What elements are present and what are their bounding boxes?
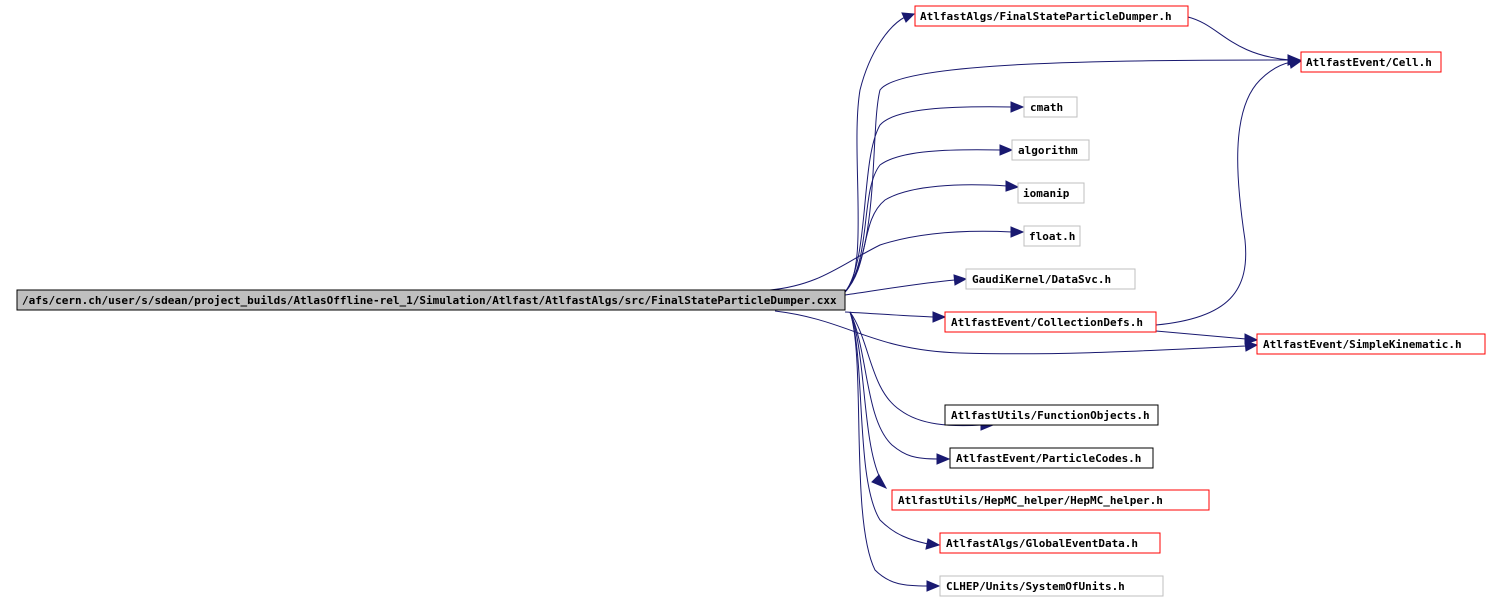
node-label: CLHEP/Units/SystemOfUnits.h <box>946 580 1125 593</box>
node-label: AtlfastAlgs/GlobalEventData.h <box>946 537 1138 550</box>
edge-root-to-simplekin-h <box>774 310 1247 355</box>
node-partcodes-h[interactable]: AtlfastEvent/ParticleCodes.h <box>949 447 1154 469</box>
edge-arrow <box>953 274 968 286</box>
edge-root-to-iomanip <box>844 184 1008 293</box>
node-box <box>1023 96 1078 118</box>
edge-arrow <box>1288 57 1303 69</box>
node-label: AtlfastUtils/HepMC_helper/HepMC_helper.h <box>898 494 1163 507</box>
node-label: AtlfastAlgs/FinalStateParticleDumper.h <box>920 10 1172 23</box>
node-label: AtlfastEvent/SimpleKinematic.h <box>1263 338 1462 351</box>
node-iomanip[interactable]: iomanip <box>1017 182 1085 204</box>
node-label: AtlfastEvent/CollectionDefs.h <box>951 316 1143 329</box>
node-globevt-h[interactable]: AtlfastAlgs/GlobalEventData.h <box>939 532 1161 554</box>
node-box <box>939 575 1164 597</box>
node-box <box>944 404 1159 426</box>
edge-arrow <box>1005 180 1020 192</box>
edge-root-to-colldefs-h <box>844 311 935 318</box>
node-root-file[interactable]: /afs/cern.ch/user/s/sdean/project_builds… <box>16 289 846 311</box>
node-box <box>914 5 1189 27</box>
edge-fspd-h-to-cell-h <box>1187 16 1291 61</box>
edge-colldefs-h-to-simplekin-h <box>1155 330 1247 340</box>
edge-root-to-cmath <box>844 106 1013 293</box>
node-funcobj-h[interactable]: AtlfastUtils/FunctionObjects.h <box>944 404 1159 426</box>
edge-arrow <box>936 453 951 465</box>
edge-root-to-fspd-h <box>844 16 906 293</box>
graph-nodes: /afs/cern.ch/user/s/sdean/project_builds… <box>16 5 1486 597</box>
node-label: AtlfastEvent/ParticleCodes.h <box>956 452 1141 465</box>
node-label: cmath <box>1030 101 1063 114</box>
node-simplekin-h[interactable]: AtlfastEvent/SimpleKinematic.h <box>1256 333 1486 355</box>
edge-colldefs-h-to-cell-h <box>1155 61 1293 326</box>
node-box <box>939 532 1161 554</box>
node-box <box>16 289 846 311</box>
node-label: iomanip <box>1023 187 1070 200</box>
edge-arrow <box>1244 333 1259 345</box>
edge-arrow <box>932 311 947 323</box>
node-label: AtlfastEvent/Cell.h <box>1306 56 1432 69</box>
node-box <box>1011 139 1090 161</box>
node-colldefs-h[interactable]: AtlfastEvent/CollectionDefs.h <box>944 311 1157 333</box>
node-box <box>1256 333 1486 355</box>
node-cmath[interactable]: cmath <box>1023 96 1078 118</box>
node-label: float.h <box>1029 230 1075 243</box>
node-float-h[interactable]: float.h <box>1023 225 1081 247</box>
node-fspd-h[interactable]: AtlfastAlgs/FinalStateParticleDumper.h <box>914 5 1189 27</box>
edge-root-to-float-h <box>769 230 1013 291</box>
edge-root-to-globevt-h <box>849 311 929 545</box>
node-box <box>944 311 1157 333</box>
node-box <box>1300 51 1442 73</box>
node-box <box>1023 225 1081 247</box>
edge-arrow <box>925 538 941 550</box>
edge-root-to-hepmc-h <box>849 311 881 479</box>
node-label: /afs/cern.ch/user/s/sdean/project_builds… <box>22 294 837 307</box>
edge-root-to-units-h <box>849 311 929 587</box>
edge-root-to-cell-h <box>844 59 1291 293</box>
edge-arrow <box>999 144 1014 156</box>
node-label: algorithm <box>1018 144 1078 157</box>
edge-root-to-datasvc-h <box>844 279 956 296</box>
node-box <box>949 447 1154 469</box>
node-cell-h[interactable]: AtlfastEvent/Cell.h <box>1300 51 1442 73</box>
edge-root-to-partcodes-h <box>849 311 939 460</box>
node-algorithm[interactable]: algorithm <box>1011 139 1090 161</box>
edge-arrow <box>871 474 888 490</box>
node-box <box>965 268 1136 290</box>
node-hepmc-h[interactable]: AtlfastUtils/HepMC_helper/HepMC_helper.h <box>891 489 1210 511</box>
node-units-h[interactable]: CLHEP/Units/SystemOfUnits.h <box>939 575 1164 597</box>
edge-arrow <box>1010 226 1025 238</box>
node-box <box>1017 182 1085 204</box>
edge-arrow <box>926 580 941 592</box>
edge-arrow <box>1010 101 1025 113</box>
edge-arrow <box>901 12 916 23</box>
node-datasvc-h[interactable]: GaudiKernel/DataSvc.h <box>965 268 1136 290</box>
node-label: GaudiKernel/DataSvc.h <box>972 273 1111 286</box>
node-label: AtlfastUtils/FunctionObjects.h <box>951 409 1150 422</box>
node-box <box>891 489 1210 511</box>
